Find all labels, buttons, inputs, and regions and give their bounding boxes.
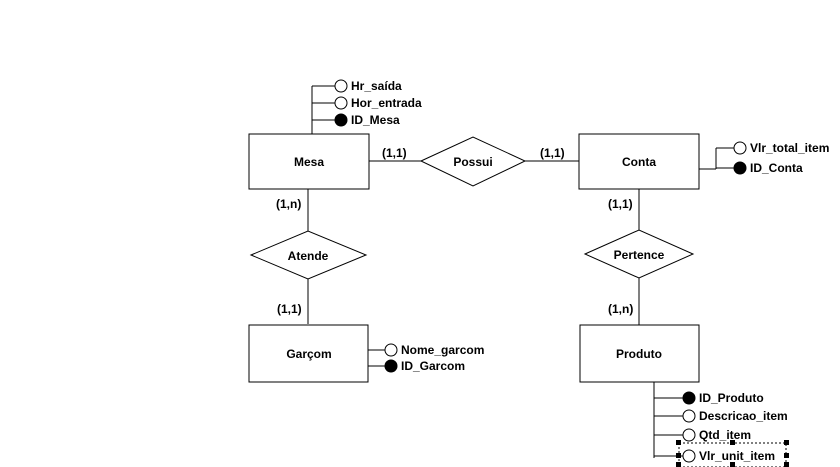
attribute-label: ID_Mesa — [351, 113, 400, 127]
attribute-hr-saida[interactable]: Hr_saída — [334, 79, 402, 93]
relationship-possui[interactable]: Possui — [419, 136, 527, 187]
cardinality-produto-pertence: (1,n) — [608, 302, 633, 316]
resize-handle-icon[interactable] — [784, 462, 789, 467]
attribute-id-mesa[interactable]: ID_Mesa — [334, 113, 400, 127]
resize-handle-icon[interactable] — [676, 462, 681, 467]
entity-conta-label: Conta — [622, 155, 656, 169]
entity-mesa-label: Mesa — [294, 155, 324, 169]
key-attribute-icon — [384, 359, 398, 373]
relationship-atende[interactable]: Atende — [249, 230, 368, 280]
entity-produto-label: Produto — [616, 347, 662, 361]
attribute-label: ID_Garcom — [401, 359, 465, 373]
resize-handle-icon[interactable] — [730, 440, 735, 445]
attribute-circle-icon — [682, 449, 696, 463]
attribute-label: Vlr_unit_item — [699, 449, 775, 463]
attribute-circle-icon — [682, 428, 696, 442]
attribute-vlr-unit-item[interactable]: Vlr_unit_item — [682, 449, 775, 463]
entity-mesa[interactable]: Mesa — [248, 133, 370, 190]
entity-garcom[interactable]: Garçom — [248, 324, 369, 383]
entity-produto[interactable]: Produto — [579, 324, 700, 383]
key-attribute-icon — [334, 113, 348, 127]
cardinality-mesa-possui: (1,1) — [382, 146, 407, 160]
entity-conta[interactable]: Conta — [578, 133, 700, 190]
cardinality-conta-possui: (1,1) — [540, 146, 565, 160]
attribute-label: Descricao_item — [699, 409, 788, 423]
key-attribute-icon — [682, 391, 696, 405]
attribute-hor-entrada[interactable]: Hor_entrada — [334, 96, 422, 110]
attribute-circle-icon — [733, 141, 747, 155]
attribute-circle-icon — [682, 409, 696, 423]
attribute-label: ID_Produto — [699, 391, 764, 405]
resize-handle-icon[interactable] — [730, 462, 735, 467]
cardinality-conta-pertence: (1,1) — [608, 197, 633, 211]
attribute-label: Hor_entrada — [351, 96, 422, 110]
attribute-id-produto[interactable]: ID_Produto — [682, 391, 764, 405]
attribute-qtd-item[interactable]: Qtd_item — [682, 428, 751, 442]
attribute-label: Hr_saída — [351, 79, 402, 93]
attribute-id-garcom[interactable]: ID_Garcom — [384, 359, 465, 373]
attribute-nome-garcom[interactable]: Nome_garcom — [384, 343, 484, 357]
resize-handle-icon[interactable] — [784, 453, 789, 458]
attribute-vlr-total-item[interactable]: Vlr_total_item — [733, 141, 829, 155]
attribute-circle-icon — [384, 343, 398, 357]
attribute-label: Nome_garcom — [401, 343, 484, 357]
attribute-circle-icon — [334, 79, 348, 93]
relationship-possui-label: Possui — [453, 155, 492, 169]
attribute-descricao-item[interactable]: Descricao_item — [682, 409, 788, 423]
attribute-connectors — [311, 85, 734, 458]
relationship-atende-label: Atende — [288, 249, 329, 263]
cardinality-labels: (1,1) (1,1) (1,n) (1,1) (1,1) (1,n) — [276, 146, 633, 316]
entity-garcom-label: Garçom — [286, 347, 331, 361]
relationship-pertence[interactable]: Pertence — [583, 229, 695, 279]
cardinality-mesa-atende: (1,n) — [276, 197, 301, 211]
cardinality-garcom-atende: (1,1) — [277, 302, 302, 316]
attribute-id-conta[interactable]: ID_Conta — [733, 161, 803, 175]
resize-handle-icon[interactable] — [676, 453, 681, 458]
key-attribute-icon — [733, 161, 747, 175]
resize-handle-icon[interactable] — [676, 440, 681, 445]
attribute-circle-icon — [334, 96, 348, 110]
connector-lines — [307, 160, 640, 325]
attribute-label: Qtd_item — [699, 428, 751, 442]
attribute-label: Vlr_total_item — [750, 141, 829, 155]
selection-frame[interactable] — [676, 440, 789, 467]
attribute-label: ID_Conta — [750, 161, 803, 175]
relationship-pertence-label: Pertence — [614, 248, 665, 262]
resize-handle-icon[interactable] — [784, 440, 789, 445]
